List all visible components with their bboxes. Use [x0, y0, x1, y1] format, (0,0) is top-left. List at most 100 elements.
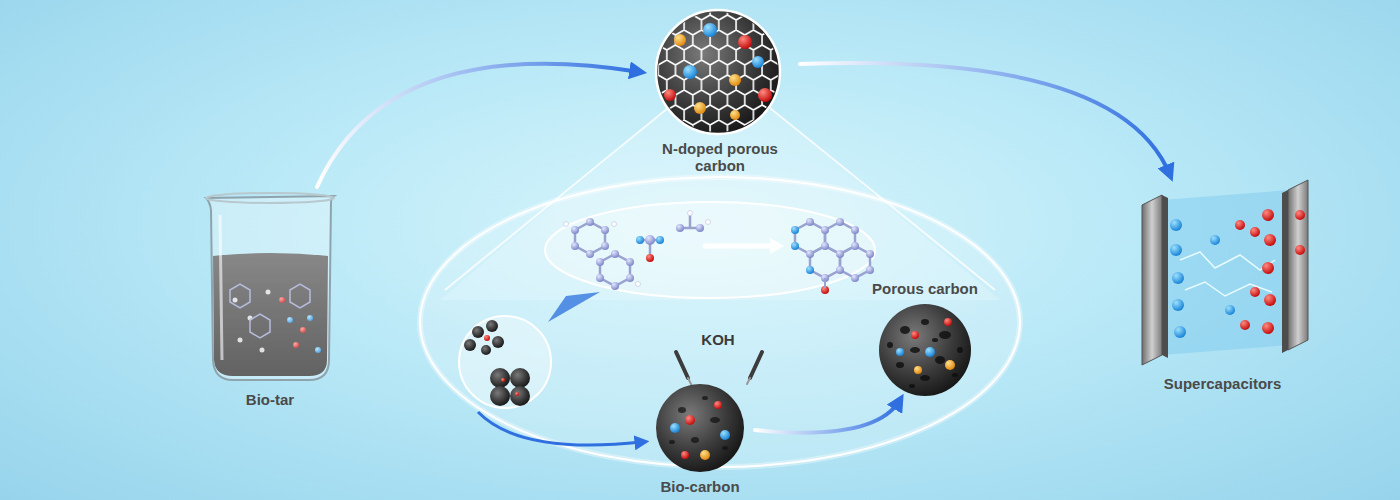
porous-carbon-sphere-part-part	[887, 342, 893, 348]
bio-carbon-sphere-part	[670, 423, 680, 433]
node-label: N-doped porous carbon	[650, 140, 790, 174]
molecule-ellipse-part-part	[821, 242, 829, 250]
supercapacitor-part-part	[1235, 220, 1245, 230]
porous-carbon-sphere-part-part	[935, 356, 945, 364]
flow-arrow	[755, 400, 900, 433]
koh-probes-part	[688, 378, 691, 384]
n-doped-sphere-part	[656, 10, 780, 134]
node-label: Bio-tar	[246, 391, 294, 408]
molecule-ellipse-part	[791, 242, 799, 250]
supercapacitor-part-part	[1174, 326, 1186, 338]
molecule-ellipse-part	[656, 236, 664, 244]
bio-carbon-sphere-part	[681, 451, 689, 459]
carbon-cluster-part-part	[481, 345, 491, 355]
supercapacitor-part	[1170, 219, 1235, 338]
n-doped-sphere-part	[738, 35, 752, 49]
molecule-ellipse-part-part	[851, 242, 859, 250]
molecule-ellipse-part-part	[645, 235, 655, 245]
carbon-cluster-part	[478, 412, 642, 445]
molecule-ellipse-part	[791, 226, 799, 234]
supercapacitor-part-part	[1240, 320, 1250, 330]
beaker	[206, 193, 334, 380]
n-doped-sphere-part	[683, 65, 697, 79]
molecule-ellipse-part	[795, 222, 870, 278]
bio-carbon-sphere-part	[656, 384, 744, 472]
bio-carbon-sphere-part-part	[722, 446, 728, 450]
molecule-ellipse-part	[824, 278, 826, 288]
porous-carbon-sphere-part-part	[920, 375, 930, 381]
porous-carbon-sphere-part	[925, 347, 935, 357]
molecule-ellipse-part-part	[586, 250, 594, 258]
flow-arrow	[800, 63, 1170, 175]
bio-carbon-sphere-part-part	[691, 437, 699, 443]
porous-carbon-sphere-part-part	[957, 347, 963, 353]
porous-carbon-sphere-part	[944, 318, 952, 326]
porous-carbon-sphere-part	[887, 319, 963, 388]
molecule-ellipse	[545, 202, 875, 298]
supercapacitor-part-part	[1295, 245, 1305, 255]
beaker-part	[206, 193, 334, 203]
molecule-ellipse-part-part	[806, 218, 814, 226]
molecule-ellipse-part-part	[836, 266, 844, 274]
n-doped-sphere	[650, 5, 790, 140]
beaker-node: Bio-tar	[195, 185, 345, 408]
bio-carbon-sphere-part-part	[669, 440, 675, 444]
carbon-cluster-part	[484, 335, 490, 341]
molecule-ellipse-part-part	[601, 242, 609, 250]
molecule-ellipse-part	[545, 202, 875, 298]
n-doped-sphere-part	[674, 34, 686, 46]
supercapacitor-part-part	[1264, 234, 1276, 246]
porous-carbon-sphere-part-part	[910, 347, 920, 353]
sphere-node: Porous carbon	[860, 280, 990, 400]
flow-arrow	[317, 64, 640, 187]
molecule-ellipse-part-part	[688, 211, 693, 216]
carbon-cluster-part-part	[486, 320, 498, 332]
molecule-ellipse-part-part	[601, 226, 609, 234]
carbon-cluster-part-part	[490, 368, 510, 388]
supercapacitor-part-part	[1264, 294, 1276, 306]
molecule-ellipse-part-part	[611, 250, 619, 258]
carbon-cluster-part-part	[492, 336, 504, 348]
koh-probes	[676, 352, 762, 384]
sphere-node: N-doped porous carbon	[640, 4, 800, 174]
molecule-ellipse-part	[806, 266, 814, 274]
porous-carbon-sphere-part	[945, 360, 955, 370]
molecule-ellipse-part-part	[866, 266, 874, 274]
molecule-ellipse-part-part	[626, 274, 634, 282]
molecule-ellipse-part-part	[706, 220, 711, 225]
reagent-label: KOH	[701, 331, 734, 348]
supercapacitor-part	[1162, 195, 1168, 358]
molecule-ellipse-part-part	[575, 222, 605, 254]
bio-carbon-sphere-part	[669, 396, 728, 450]
supercapacitor-part-part	[1295, 210, 1305, 220]
molecule-ellipse-part-part	[821, 226, 829, 234]
carbon-cluster-part-part	[490, 386, 510, 406]
supercapacitor-part-part	[1250, 227, 1260, 237]
bio-carbon-sphere-part-part	[702, 396, 708, 400]
molecule-ellipse-part-part	[806, 250, 814, 258]
carbon-cluster-part-part	[510, 386, 530, 406]
bio-carbon-sphere-part	[720, 430, 730, 440]
supercapacitor-part-part	[1262, 322, 1274, 334]
bio-carbon-sphere	[656, 384, 744, 472]
molecule-ellipse-part-part	[836, 250, 844, 258]
n-doped-sphere-part	[694, 102, 706, 114]
bio-carbon-sphere-part-part	[710, 417, 720, 423]
molecule-ellipse-part-part	[696, 224, 704, 232]
porous-carbon-sphere	[879, 304, 971, 396]
sphere-node: Bio-carbon	[645, 378, 755, 495]
supercapacitor-part-part	[1170, 244, 1182, 256]
supercapacitor-part-part	[1170, 219, 1182, 231]
beaker-part	[220, 215, 222, 360]
molecule-ellipse-part-part	[596, 274, 604, 282]
supercapacitor-part	[1288, 180, 1308, 350]
n-doped-sphere-part	[664, 89, 676, 101]
porous-carbon-sphere-part	[914, 366, 922, 374]
supercapacitor-part-part	[1210, 235, 1220, 245]
supercapacitor-part-part	[1172, 272, 1184, 284]
molecule-ellipse-part-part	[840, 246, 870, 278]
molecule-ellipse-part-part	[611, 282, 619, 290]
pointer-triangle	[548, 292, 600, 322]
bio-carbon-sphere-part	[700, 450, 710, 460]
